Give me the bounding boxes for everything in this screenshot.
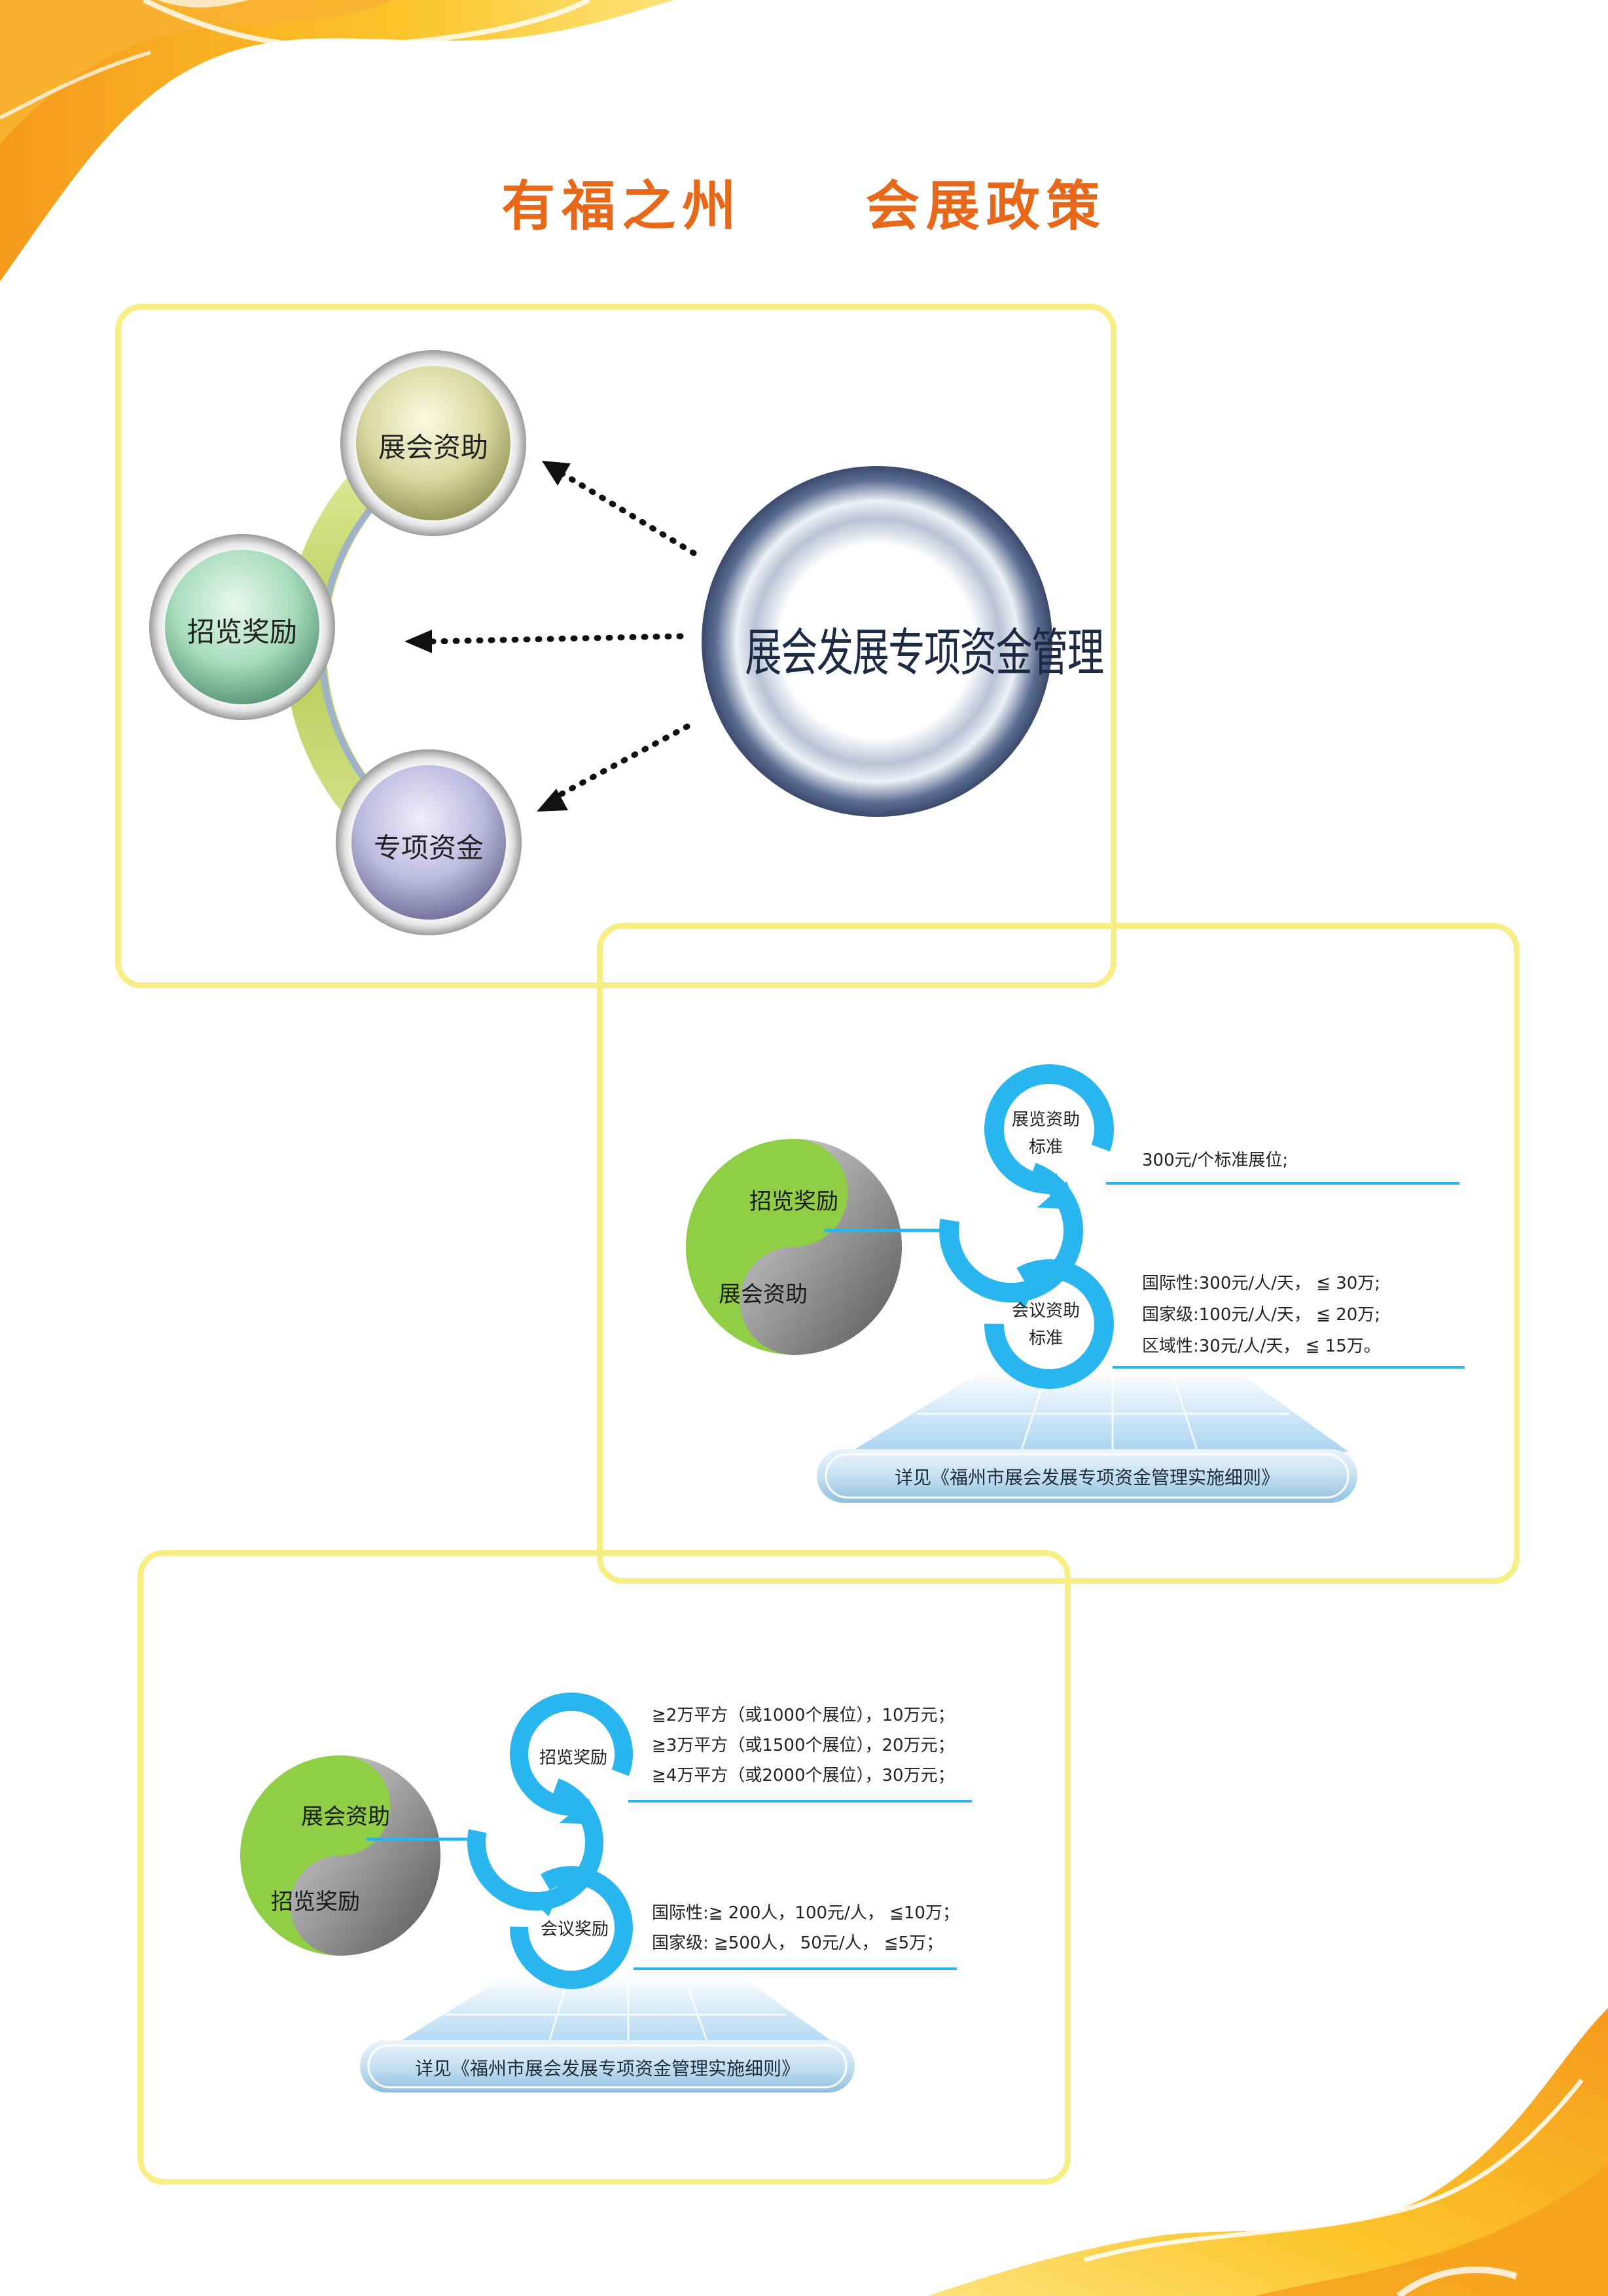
node-recruitment-reward: 招览奖励 — [187, 616, 297, 648]
fund-management-center-label: 展会发展专项资金管理 — [745, 624, 1104, 683]
ring-conference-funding-line2: 标准 — [1029, 1329, 1063, 1348]
exhibition-standard-text: 300元/个标准展位; — [1142, 1151, 1289, 1170]
ring-exhibition-funding-line1: 展览资助 — [1012, 1110, 1081, 1130]
ring-conference-reward: 会议奖励 — [541, 1920, 609, 1939]
conference-standard-line3: 区域性:30元/人/天， ≦ 15万。 — [1142, 1336, 1381, 1356]
conference-standard-line2: 国家级:100元/人/天， ≦ 20万; — [1142, 1305, 1381, 1325]
recruitment-reward-line2: ≧3万平方（或1500个展位），20万元； — [652, 1736, 955, 1755]
ring-recruitment-reward: 招览奖励 — [539, 1748, 608, 1768]
conference-standard-line1: 国际性:300元/人/天， ≦ 30万; — [1142, 1274, 1381, 1293]
reference-note: 详见《福州市展会发展专项资金管理实施细则》 — [894, 1467, 1279, 1488]
yin-label-top: 招览奖励 — [749, 1189, 838, 1215]
ring-conference-funding-line1: 会议资助 — [1012, 1301, 1081, 1321]
title-left: 有福之州 — [501, 175, 743, 238]
yin-label-bottom: 展会资助 — [719, 1282, 808, 1308]
decorative-wave-top — [0, 0, 674, 281]
panel-exhibition-funding-standards — [597, 923, 1520, 1584]
panel-fund-management — [115, 304, 1117, 988]
decorative-wave-bottom — [927, 2008, 1608, 2296]
reference-note-2: 详见《福州市展会发展专项资金管理实施细则》 — [414, 2058, 800, 2079]
yin-label-bottom-2: 招览奖励 — [271, 1889, 360, 1915]
recruitment-reward-line1: ≧2万平方（或1000个展位），10万元； — [652, 1706, 955, 1725]
node-exhibition-funding: 展会资助 — [378, 431, 488, 463]
panel-reward-standards — [137, 1550, 1071, 2185]
recruitment-reward-line3: ≧4万平方（或2000个展位），30万元； — [652, 1766, 955, 1785]
yin-label-top-2: 展会资助 — [301, 1804, 390, 1830]
page-title: 有福之州 会展政策 — [0, 162, 1608, 240]
title-right: 会展政策 — [865, 175, 1107, 238]
ring-exhibition-funding-line2: 标准 — [1029, 1138, 1063, 1157]
conference-reward-line1: 国际性:≧ 200人，100元/人， ≦10万； — [652, 1903, 959, 1923]
conference-reward-line2: 国家级: ≧500人， 50元/人， ≦5万； — [652, 1933, 944, 1953]
node-special-fund: 专项资金 — [373, 832, 484, 864]
